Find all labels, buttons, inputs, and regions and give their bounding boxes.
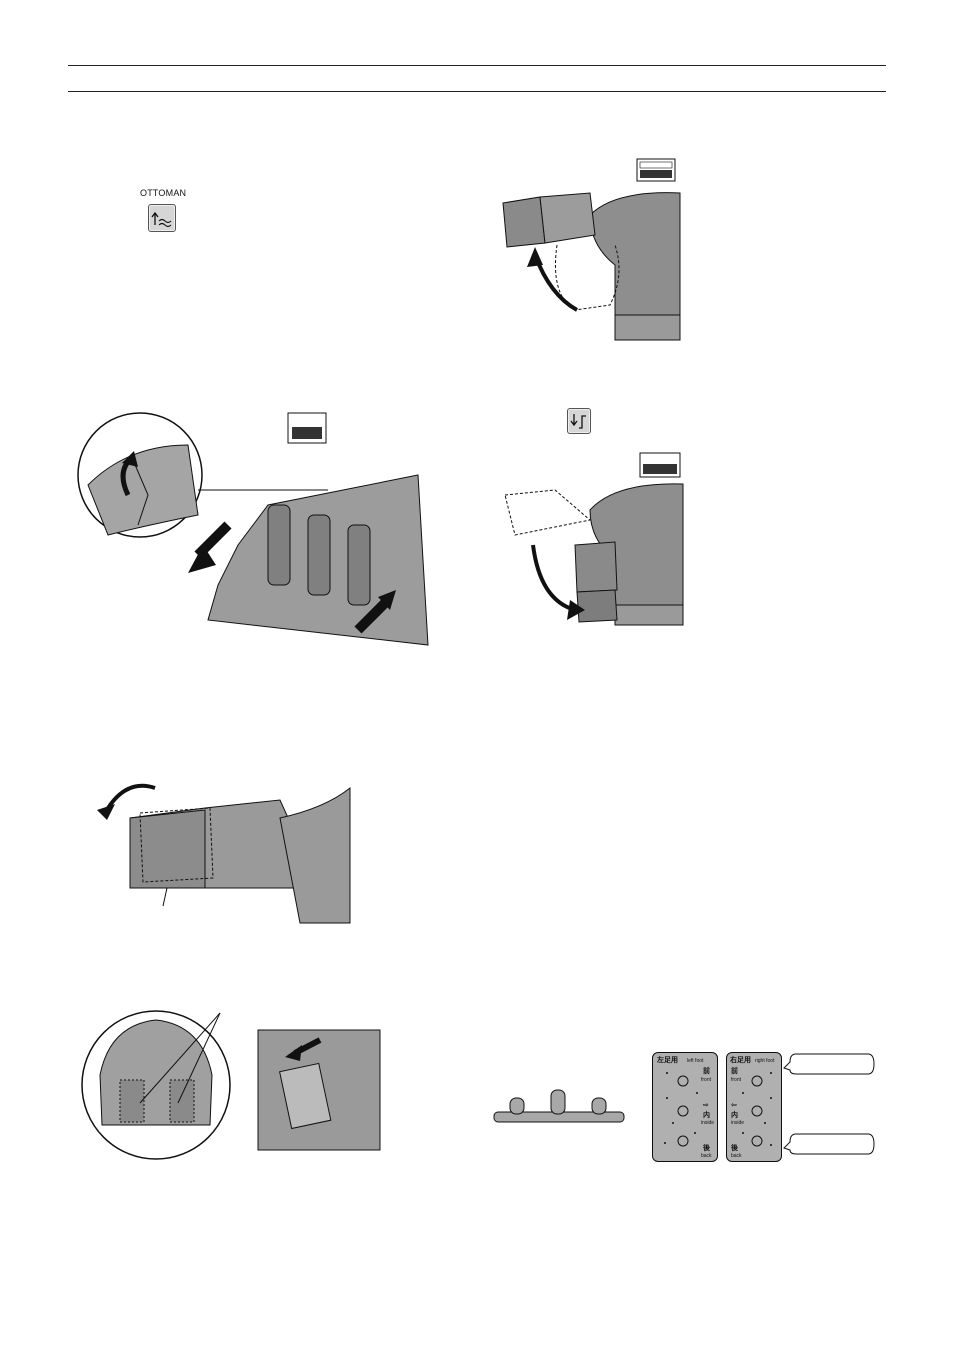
- right-plate-title-en: right foot: [755, 1058, 775, 1064]
- ottoman-lower-icon: [570, 414, 586, 429]
- left-plate-front-en: front: [701, 1077, 712, 1083]
- right-plate-front-jp: 前: [731, 1066, 738, 1075]
- svg-text:⇨: ⇨: [703, 1101, 709, 1109]
- ottoman-lowered-illustration: [504, 452, 684, 626]
- foot-rest-plates-illustration: [81, 1010, 381, 1160]
- massage-node-profile: [493, 1089, 625, 1123]
- right-plate-title-jp: 右足用: [729, 1055, 751, 1064]
- left-foot-plate: 左足用 left foot 前 front ⇨ 内 inside 後 back: [652, 1052, 718, 1162]
- ottoman-raised-illustration: [502, 158, 681, 341]
- right-plate-inside-jp: 内: [731, 1110, 738, 1119]
- leg-rest-opening-illustration: [77, 412, 429, 646]
- left-plate-inside-jp: 内: [703, 1110, 710, 1119]
- ottoman-lower-button[interactable]: [567, 408, 591, 434]
- header-rule-top: [68, 65, 886, 66]
- right-plate-back-jp: 後: [730, 1143, 739, 1152]
- left-plate-inside-en: inside: [701, 1120, 714, 1126]
- plate-callouts: [783, 1053, 875, 1155]
- right-foot-plate: 右足用 right foot 前 front ⇦ 内 inside 後 back: [726, 1052, 782, 1162]
- svg-text:⇦: ⇦: [731, 1101, 737, 1109]
- right-plate-back-en: back: [731, 1153, 742, 1159]
- callout-bottom: [783, 1133, 875, 1155]
- ottoman-raise-button[interactable]: [148, 204, 176, 232]
- left-plate-back-jp: 後: [702, 1143, 711, 1152]
- right-plate-front-en: front: [731, 1077, 742, 1083]
- left-plate-back-en: back: [701, 1153, 712, 1159]
- ottoman-raise-icon: [151, 211, 172, 228]
- callout-top: [783, 1053, 875, 1075]
- left-plate-front-jp: 前: [703, 1066, 710, 1075]
- ottoman-button-label: OTTOMAN: [140, 188, 187, 198]
- foot-rest-tilt-illustration: [97, 783, 351, 924]
- left-plate-title-jp: 左足用: [656, 1055, 678, 1064]
- header-rule-bottom: [68, 91, 886, 92]
- left-plate-title-en: left foot: [687, 1058, 704, 1064]
- right-plate-inside-en: inside: [731, 1120, 744, 1126]
